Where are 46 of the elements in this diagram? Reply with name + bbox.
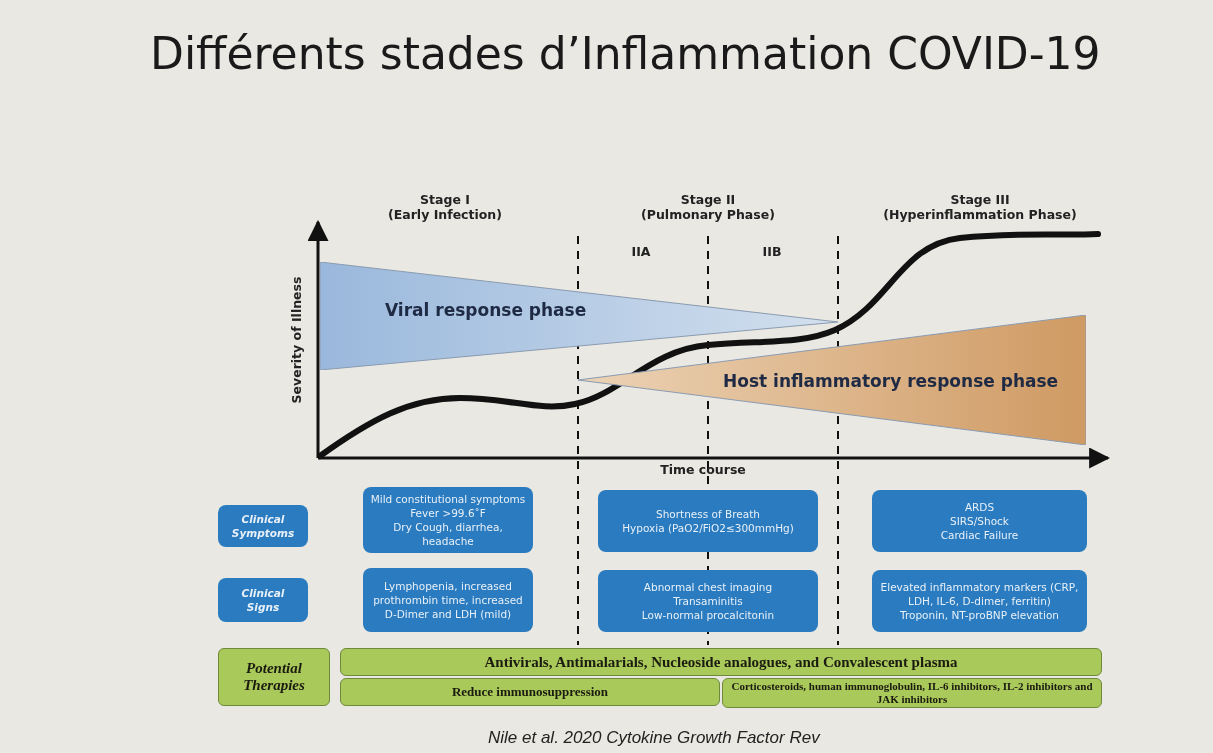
box-text: Mild constitutional symptoms <box>370 492 526 506</box>
box-text: Elevated inflammatory markers (CRP, LDH, IL-6, D-dimer, ferritin) <box>879 580 1080 608</box>
sign-box <box>363 568 533 632</box>
box-text: Fever >99.6˚F <box>410 506 486 520</box>
row-label: Potential Therapies <box>242 660 306 694</box>
row-header <box>218 648 330 706</box>
stage-subheading: (Hyperinflammation Phase) <box>883 207 1077 222</box>
substage-label: IIB <box>762 244 782 259</box>
sign-box <box>872 570 1087 632</box>
box-text: Shortness of Breath <box>656 507 760 521</box>
phase-label: Host inflammatory response phase <box>723 371 1059 391</box>
row-label: Clinical Signs <box>240 586 286 614</box>
slide-title: Différents stades d’Inflammation COVID-19 <box>150 28 1101 79</box>
therapy-bar <box>722 678 1102 708</box>
therapy-bar <box>340 648 1102 676</box>
phase-label: Viral response phase <box>385 300 587 320</box>
box-text: Hypoxia (PaO2/FiO2≤300mmHg) <box>622 521 794 535</box>
box-text: Transaminitis <box>673 594 743 608</box>
sign-box <box>598 570 818 632</box>
stage-heading: Stage III <box>950 192 1010 207</box>
row-header <box>218 578 308 622</box>
substage-label: IIA <box>631 244 651 259</box>
axis-title: Time course <box>660 462 746 477</box>
box-text: Troponin, NT-proBNP elevation <box>900 608 1059 622</box>
box-text: ARDS <box>964 500 995 514</box>
source-caption: Nile et al. 2020 Cytokine Growth Factor Rev <box>488 728 820 748</box>
row-header <box>218 505 308 547</box>
stage-heading: Stage II <box>680 192 736 207</box>
box-text: Reduce immunosuppression <box>451 685 609 699</box>
box-text: Dry Cough, diarrhea, headache <box>392 520 504 548</box>
stage-heading: Stage I <box>420 192 470 207</box>
axis-title: Severity of Illness <box>288 276 304 404</box>
stage-subheading: (Pulmonary Phase) <box>641 207 775 222</box>
box-text: Antivirals, Antimalarials, Nucleoside analogues, and Convalescent plasma <box>484 653 958 671</box>
box-text: Low-normal procalcitonin <box>641 608 775 622</box>
box-text: Lymphopenia, increased prothrombin time, increased D-Dimer and LDH (mild) <box>372 579 524 621</box>
symptom-box <box>363 487 533 553</box>
box-text: SIRS/Shock <box>950 514 1009 528</box>
box-text: Corticosteroids, human immunoglobulin, IL-6 inhibitors, IL-2 inhibitors and JAK inhibitors <box>730 680 1094 706</box>
symptom-box <box>598 490 818 552</box>
row-label: Clinical Symptoms <box>230 512 296 540</box>
symptom-box <box>872 490 1087 552</box>
therapy-bar <box>340 678 720 706</box>
box-text: Abnormal chest imaging <box>643 580 773 594</box>
stage-subheading: (Early Infection) <box>388 207 502 222</box>
box-text: Cardiac Failure <box>940 528 1019 542</box>
